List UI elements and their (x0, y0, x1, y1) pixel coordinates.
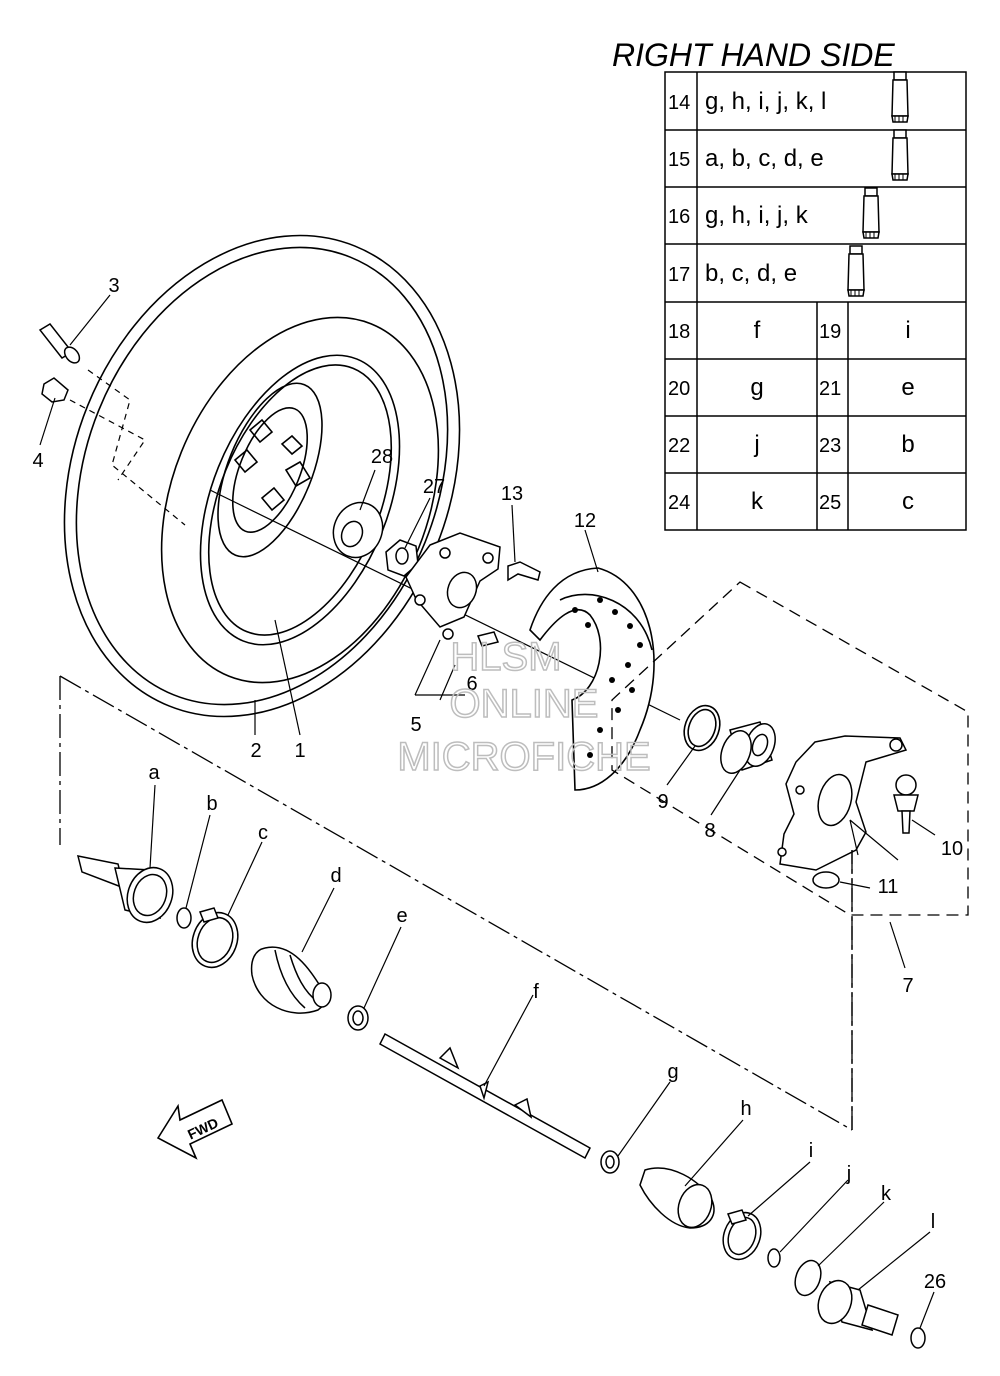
page-title: RIGHT HAND SIDE (612, 37, 895, 73)
table-row-17-letters: b, c, d, e (705, 260, 797, 287)
callout-7: 7 (902, 975, 913, 997)
callout-h: h (740, 1098, 751, 1120)
callout-27: 27 (423, 476, 445, 498)
cv-joint-inner (817, 1279, 899, 1336)
table-letter-25: c (902, 488, 914, 515)
callout-12: 12 (574, 510, 596, 532)
grease-tube-icon (891, 71, 909, 123)
callout-1: 1 (294, 740, 305, 762)
grease-tube-icon (862, 187, 880, 239)
watermark-line-2: ONLINE (450, 682, 599, 726)
drive-shaft (379, 1032, 591, 1160)
table-letter-20: g (750, 374, 763, 401)
oring-k (794, 1259, 822, 1297)
table-num-19: 19 (819, 321, 841, 343)
table-letter-24: k (751, 488, 764, 515)
wheel-rim (199, 354, 401, 646)
callout-26: 26 (924, 1271, 946, 1293)
callout-11: 11 (878, 876, 899, 898)
bearing (720, 721, 776, 774)
callout-c: c (258, 822, 268, 844)
grease-tube-icon (847, 245, 865, 297)
table-letter-22: j (753, 431, 759, 458)
small-circlip (812, 871, 840, 889)
brake-disc (529, 567, 655, 791)
table-row-16-num: 16 (668, 206, 690, 228)
disc-bolt (507, 561, 541, 582)
table-row-14-letters: g, h, i, j, k, l (705, 88, 826, 115)
table-row-15-letters: a, b, c, d, e (705, 145, 824, 172)
callout-2: 2 (250, 740, 261, 762)
hub-bolt (476, 631, 500, 647)
tire (63, 234, 461, 718)
callout-28: 28 (371, 446, 393, 468)
callout-4: 4 (32, 450, 43, 472)
callout-3: 3 (108, 275, 119, 297)
boot-d (250, 946, 332, 1014)
callout-k: k (881, 1183, 892, 1205)
callout-g: g (667, 1061, 678, 1083)
watermark-line-3: MICROFICHE (397, 735, 650, 779)
table-row-14-num: 14 (668, 92, 690, 114)
valve-cap (41, 377, 69, 403)
table-num-24: 24 (668, 492, 690, 514)
callout-f: f (533, 981, 539, 1003)
boot-h (639, 1167, 715, 1229)
grease-tube-icon (891, 129, 909, 181)
table-row-15-num: 15 (668, 149, 690, 171)
callout-b: b (206, 793, 217, 815)
callout-i: i (809, 1140, 813, 1162)
callout-5: 5 (410, 714, 421, 736)
valve-stem (38, 323, 81, 364)
table-letter-18: f (754, 317, 761, 344)
table-row-17-num: 17 (668, 264, 690, 286)
callout-a: a (148, 762, 160, 784)
ring-b (176, 907, 192, 929)
watermark-line-1: HLSM (450, 635, 561, 679)
callout-9: 9 (657, 791, 668, 813)
table-num-20: 20 (668, 378, 690, 400)
table-letter-19: i (905, 317, 910, 344)
ball-joint (893, 774, 919, 834)
table-letter-21: e (901, 374, 914, 401)
callout-6: 6 (466, 673, 477, 695)
callout-10: 10 (941, 838, 963, 860)
fwd-arrow-icon: FWD (156, 1098, 234, 1160)
boot-band-e (347, 1005, 369, 1031)
callout-e: e (396, 905, 407, 927)
collar (332, 501, 384, 559)
table-letter-23: b (901, 431, 914, 458)
boot-band-c (191, 907, 239, 969)
table-row-16-letters: g, h, i, j, k (705, 202, 809, 229)
table-num-25: 25 (819, 492, 841, 514)
circlip (683, 704, 721, 752)
table-num-21: 21 (819, 378, 841, 400)
callout-l: l (931, 1211, 935, 1233)
lubricant-table (664, 71, 967, 531)
callout-d: d (330, 865, 341, 887)
ring-j (767, 1248, 781, 1268)
callout-13: 13 (501, 483, 523, 505)
table-num-18: 18 (668, 321, 690, 343)
ring-26 (910, 1327, 926, 1349)
cv-joint-outer (76, 855, 174, 924)
table-num-23: 23 (819, 435, 841, 457)
knuckle-assembly-box (611, 581, 969, 916)
steering-knuckle (777, 735, 908, 871)
boot-band-g (600, 1150, 620, 1174)
boot-band-i (722, 1209, 762, 1261)
table-num-22: 22 (668, 435, 690, 457)
axle-nut (385, 539, 419, 577)
callout-j: j (846, 1163, 851, 1185)
hub (405, 532, 501, 640)
callout-8: 8 (704, 820, 715, 842)
